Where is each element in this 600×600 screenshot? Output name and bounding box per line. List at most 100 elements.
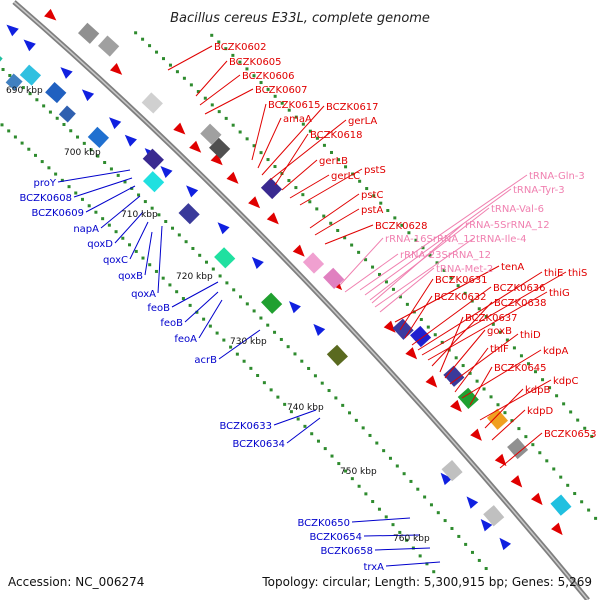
gene-label[interactable]: proY [34, 178, 57, 189]
gene-block [457, 387, 479, 409]
leader-line [469, 366, 493, 406]
gene-label[interactable]: BCZK0617 [326, 102, 379, 113]
rna-label[interactable]: rRNA-16SrRNA_12 [385, 234, 476, 245]
gene-block [302, 252, 325, 274]
track-tick [425, 562, 429, 566]
gene-arrow [266, 212, 279, 225]
leader-line [195, 60, 228, 97]
gene-label[interactable]: qoxC [103, 255, 128, 266]
track-tick [82, 141, 86, 145]
track-tick [47, 166, 51, 170]
gene-block [19, 64, 42, 86]
gene-block [78, 22, 100, 44]
gene-label[interactable]: qoxB [118, 271, 143, 282]
track-tick [182, 76, 186, 80]
track-tick [364, 492, 368, 496]
gene-label[interactable]: kdpB [525, 385, 550, 396]
gene-label[interactable]: gerLB [319, 156, 348, 167]
gene-label[interactable]: feoA [174, 334, 197, 345]
gene-label[interactable]: napA [73, 224, 99, 235]
gene-label[interactable]: thiD [520, 330, 541, 341]
track-tick [433, 333, 437, 337]
gene-label[interactable]: BCZK0653 [544, 429, 597, 440]
leader-line [404, 295, 433, 339]
gene-label[interactable]: thiF [490, 344, 509, 355]
track-tick [590, 434, 594, 438]
rna-label[interactable]: tRNA-Ile-4 [476, 234, 526, 245]
gene-label[interactable]: qoxA [131, 289, 156, 300]
track-tick [121, 236, 125, 240]
gene-label[interactable]: thiE [544, 268, 563, 279]
gene-label[interactable]: BCZK0634 [232, 439, 285, 450]
gene-label[interactable]: BCZK0650 [297, 518, 350, 529]
gene-label[interactable]: acrB [194, 355, 217, 366]
gene-label[interactable]: feoB [147, 303, 170, 314]
gene-label[interactable]: kdpD [527, 406, 553, 417]
gene-label[interactable]: BCZK0618 [310, 130, 363, 141]
rna-label[interactable]: rRNA-5SrRNA_12 [465, 220, 550, 231]
gene-label[interactable]: BCZK0615 [268, 100, 321, 111]
gene-label[interactable]: BCZK0606 [242, 71, 295, 82]
gene-label[interactable]: BCZK0654 [309, 532, 362, 543]
track-tick [55, 116, 59, 120]
gene-label[interactable]: pstC [361, 190, 383, 201]
gene-label[interactable]: BCZK0645 [494, 363, 547, 374]
gene-arrow [160, 166, 173, 178]
track-tick [386, 209, 390, 213]
track-tick [526, 362, 530, 366]
track-tick [232, 288, 236, 292]
gene-label[interactable]: BCZK0608 [19, 193, 72, 204]
rna-label[interactable]: rRNA-23SrRNA_12 [400, 250, 491, 261]
gene-label[interactable]: pstS [364, 165, 386, 176]
gene-label[interactable]: BCZK0628 [375, 221, 428, 232]
gene-block [326, 344, 348, 367]
track-tick [429, 503, 433, 507]
gene-label[interactable]: BCZK0658 [320, 546, 373, 557]
rna-label[interactable]: tRNA-Gln-3 [529, 171, 585, 182]
gene-label[interactable]: BCZK0609 [31, 208, 84, 219]
track-tick [161, 276, 165, 280]
rna-label[interactable]: tRNA-Met-2 [436, 264, 493, 275]
gene-label[interactable]: gerLC [331, 171, 360, 182]
leader-line [324, 224, 374, 245]
gene-label[interactable]: kdpA [543, 346, 568, 357]
gene-label[interactable]: BCZK0631 [435, 275, 488, 286]
gene-arrow [81, 89, 95, 102]
gene-label[interactable]: feoB [160, 318, 183, 329]
gene-label[interactable]: thiG [549, 288, 570, 299]
track-tick [208, 324, 212, 328]
track-tick [341, 403, 345, 407]
track-tick [280, 101, 284, 105]
gene-label[interactable]: BCZK0633 [219, 421, 272, 432]
gene-block [443, 365, 465, 387]
gene-label[interactable]: qoxD [87, 239, 113, 250]
track-tick [296, 417, 300, 421]
gene-label[interactable]: trxA [363, 562, 384, 573]
rna-label[interactable]: tRNA-Tyr-3 [513, 185, 565, 196]
track-tick [89, 148, 93, 152]
gene-label[interactable]: pstA [361, 205, 383, 216]
label-leader-lines [57, 45, 567, 567]
track-tick [375, 441, 379, 445]
gene-label[interactable]: amaA [283, 114, 312, 125]
track-tick [210, 33, 214, 37]
rna-label[interactable]: tRNA-Val-6 [491, 204, 544, 215]
gene-label[interactable]: kdpC [553, 376, 578, 387]
gene-label[interactable]: tenA [501, 262, 524, 273]
gene-label[interactable]: thiS [568, 268, 587, 279]
gene-label[interactable]: BCZK0637 [465, 313, 518, 324]
gene-arrow [466, 496, 479, 509]
gene-label[interactable]: BCZK0638 [494, 298, 547, 309]
gene-label[interactable]: BCZK0632 [434, 292, 487, 303]
leader-line [144, 231, 153, 276]
gene-label[interactable]: BCZK0636 [493, 283, 546, 294]
track-tick [276, 395, 280, 399]
gene-label[interactable]: goxB [487, 326, 512, 337]
gene-label[interactable]: BCZK0607 [255, 85, 308, 96]
gene-label[interactable]: gerLA [348, 116, 377, 127]
kbp-tick-730: 730 kbp [230, 337, 267, 347]
track-tick [202, 317, 206, 321]
gene-label[interactable]: BCZK0605 [229, 57, 282, 68]
gene-label[interactable]: BCZK0602 [214, 42, 267, 53]
track-tick [294, 115, 298, 119]
